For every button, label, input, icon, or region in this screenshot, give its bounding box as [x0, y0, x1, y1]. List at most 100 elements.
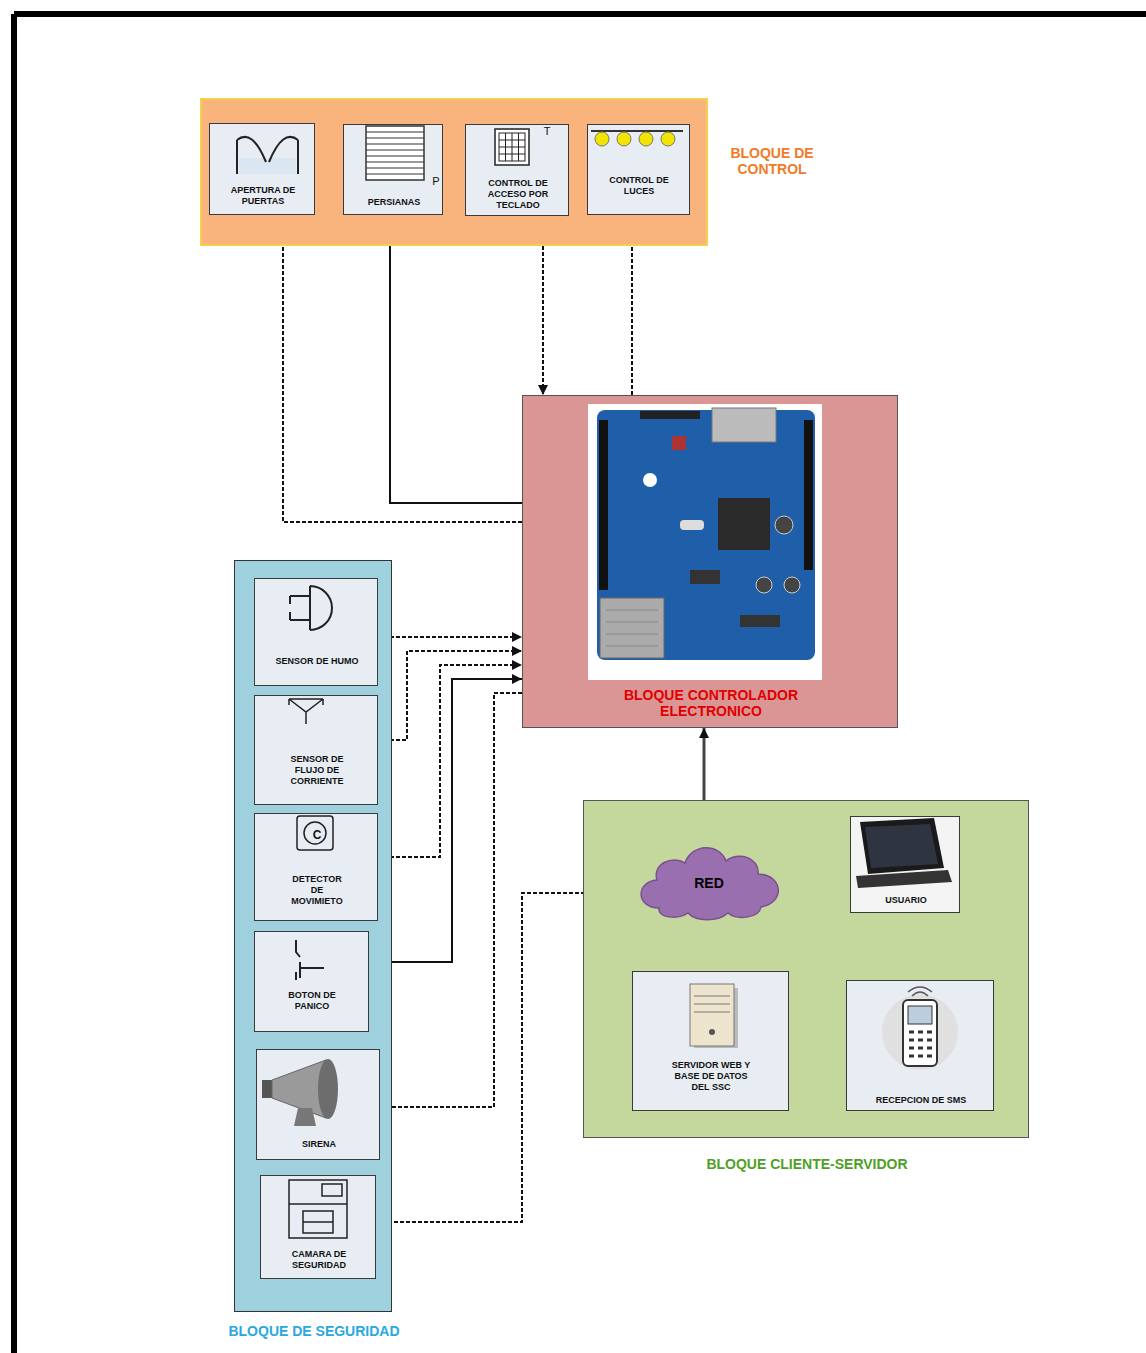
camera-symbol: [303, 1211, 333, 1233]
server-picture: [690, 984, 734, 1046]
symbol-letter: P: [431, 175, 441, 188]
server-picture: [694, 988, 738, 1048]
camera-symbol: [289, 1180, 347, 1238]
panic-button-symbol: [296, 940, 324, 980]
smoke-sensor-symbol: [290, 586, 332, 630]
connector: [283, 215, 522, 522]
arduino-board: [690, 570, 720, 584]
camera-symbol: [289, 1203, 347, 1205]
block-heading: BLOQUE CLIENTE-SERVIDOR: [657, 1156, 957, 1172]
arduino-board: [588, 404, 822, 680]
lights-icon: [617, 132, 631, 146]
arduino-board: [640, 411, 700, 419]
device-box: SENSOR DE HUMO: [254, 578, 378, 686]
device-label: SENSOR DE FLUJO DE CORRIENTE: [277, 754, 357, 787]
lights-icon: [661, 132, 675, 146]
arduino-board: [606, 610, 658, 646]
device-box: CONTROL DE LUCES: [587, 124, 690, 215]
motion-detector-symbol: [304, 822, 326, 844]
device-label: RED: [679, 875, 739, 891]
controller-block: BLOQUE CONTROLADOR ELECTRONICO: [522, 395, 898, 728]
laptop-picture: [865, 824, 938, 868]
lights-icon: [639, 132, 653, 146]
frame-line: [14, 14, 1146, 1353]
motion-detector-symbol: [297, 816, 333, 850]
connector: [380, 693, 522, 1107]
security-block: BLOQUE DE SEGURIDADSENSOR DE HUMOSENSOR …: [234, 560, 392, 1312]
device-label: DETECTOR DE MOVIMIETO: [287, 874, 347, 907]
blinds-icon: [366, 126, 424, 180]
arduino-board: [600, 598, 664, 658]
block-heading: BLOQUE DE CONTROL: [720, 145, 824, 177]
siren-picture: [294, 1108, 316, 1126]
lights-icon: [595, 132, 609, 146]
device-label: USUARIO: [856, 895, 956, 906]
device-label: CONTROL DE ACCESO POR TECLADO: [478, 178, 558, 211]
server-picture: [690, 984, 738, 1048]
device-box: SENSOR DE FLUJO DE CORRIENTE: [254, 695, 378, 805]
device-box: CAMARA DE SEGURIDAD: [260, 1175, 376, 1279]
phone-picture: [909, 1032, 932, 1056]
device-box: RECEPCION DE SMS: [846, 980, 994, 1111]
device-label: SENSOR DE HUMO: [259, 656, 375, 667]
device-label: BOTON DE PANICO: [272, 990, 352, 1012]
current-sensor-symbol: [289, 699, 323, 724]
motion-detector-symbol: [297, 816, 333, 850]
arduino-board: [718, 498, 770, 550]
arduino-board: [784, 577, 800, 593]
blinds-icon: [366, 126, 424, 180]
arduino-board: [599, 420, 608, 590]
arduino-board: [740, 615, 780, 627]
keypad-icon: [495, 129, 529, 165]
lights-icon: [591, 131, 683, 146]
device-label: PERSIANAS: [348, 197, 440, 208]
arduino-board: [588, 404, 822, 680]
arduino-board: [756, 577, 772, 593]
device-label: RECEPCION DE SMS: [851, 1095, 991, 1106]
device-label: SERVIDOR WEB Y BASE DE DATOS DEL SSC: [667, 1060, 755, 1093]
block-heading: BLOQUE CONTROLADOR ELECTRONICO: [606, 687, 816, 719]
symbol-letter: C: [307, 828, 327, 842]
phone-picture: [882, 994, 958, 1070]
smoke-sensor-symbol: [290, 586, 332, 630]
phone-picture: [908, 1006, 932, 1024]
siren-picture: [318, 1059, 338, 1119]
phone-picture: [908, 987, 932, 996]
device-label: CAMARA DE SEGURIDAD: [269, 1249, 369, 1271]
camera-symbol: [289, 1180, 347, 1238]
laptop-picture: [856, 870, 952, 888]
device-box: BOTON DE PANICO: [254, 931, 369, 1032]
panic-button-symbol: [296, 940, 324, 980]
device-box: USUARIO: [850, 816, 960, 913]
arduino-board: [672, 436, 686, 450]
current-sensor-symbol: [289, 699, 323, 724]
cloud-outline: [641, 848, 778, 920]
device-box: SERVIDOR WEB Y BASE DE DATOS DEL SSC: [632, 971, 789, 1111]
arduino-board: [712, 408, 776, 442]
device-box: T CONTROL DE ACCESO POR TECLADO: [465, 124, 569, 216]
symbol-letter: T: [542, 125, 552, 138]
arduino-board: [804, 420, 813, 570]
device-box: SIRENA: [256, 1049, 380, 1160]
keypad-icon: [499, 133, 525, 161]
lights-icon: [591, 130, 683, 132]
device-box: C DETECTOR DE MOVIMIETO: [254, 813, 378, 921]
door-icon: [237, 137, 298, 174]
arduino-board: [597, 410, 815, 660]
block-heading: BLOQUE DE SEGURIDAD: [200, 1323, 428, 1339]
camera-symbol: [322, 1184, 342, 1196]
arduino-board: [643, 473, 657, 487]
keypad-icon: [495, 129, 529, 165]
device-label: SIRENA: [261, 1139, 377, 1150]
device-label: CONTROL DE LUCES: [599, 175, 679, 197]
laptop-picture: [860, 818, 944, 874]
door-icon: [237, 137, 298, 174]
server-picture: [709, 1029, 715, 1035]
server-picture: [694, 996, 730, 1012]
laptop-picture: [856, 818, 952, 888]
client-server-block: BLOQUE CLIENTE-SERVIDORREDUSUARIOSERVIDO…: [583, 800, 1029, 1138]
arduino-board: [775, 516, 793, 534]
